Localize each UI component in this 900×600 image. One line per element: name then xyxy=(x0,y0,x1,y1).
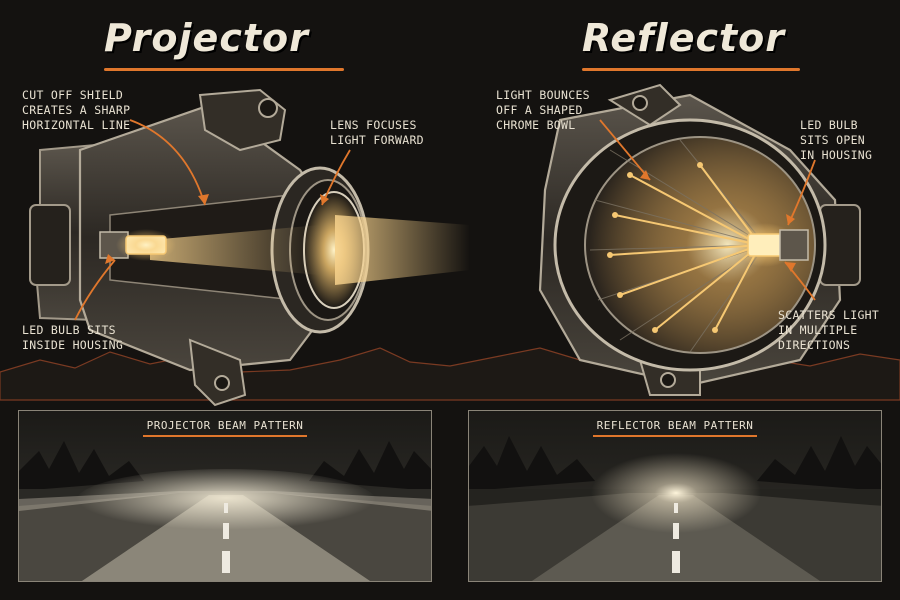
reflector-beam-panel: Reflector beam pattern xyxy=(468,410,882,582)
callout-lens: Lens focuses light forward xyxy=(330,118,424,148)
callout-line: chrome bowl xyxy=(496,118,576,132)
callout-line: Light bounces xyxy=(496,88,590,102)
callout-line: Scatters light xyxy=(778,308,880,322)
reflector-title-underline xyxy=(582,68,800,71)
callout-line: creates a sharp xyxy=(22,103,131,117)
projector-title: Projector xyxy=(104,16,309,60)
reflector-title: Reflector xyxy=(582,16,786,60)
reflector-headlight-icon xyxy=(538,83,861,396)
projector-panel-label: Projector beam pattern xyxy=(19,419,431,437)
callout-line: Cut off shield xyxy=(22,88,124,102)
callout-led-bulb-inside: LED bulb sits inside housing xyxy=(22,323,123,353)
callout-line: in multiple xyxy=(778,323,858,337)
projector-beam-panel: Projector beam pattern xyxy=(18,410,432,582)
projector-headlight-icon xyxy=(29,88,470,407)
reflector-panel-label: Reflector beam pattern xyxy=(469,419,881,437)
callout-line: Lens focuses xyxy=(330,118,417,132)
led-bulb-icon xyxy=(99,229,176,261)
projector-title-underline xyxy=(104,68,344,71)
callout-chrome-bowl: Light bounces off a shaped chrome bowl xyxy=(496,88,590,133)
callout-led-bulb-open: LED bulb sits open in housing xyxy=(800,118,872,163)
road-icon xyxy=(469,411,881,581)
callout-line: LED bulb xyxy=(800,118,858,132)
callout-line: directions xyxy=(778,338,851,352)
callout-line: inside housing xyxy=(22,338,124,352)
callout-line: in housing xyxy=(800,148,873,162)
callout-line: horizontal line xyxy=(22,118,131,132)
road-icon xyxy=(19,411,431,581)
callout-line: light forward xyxy=(330,133,424,147)
callout-cutoff-shield: Cut off shield creates a sharp horizonta… xyxy=(22,88,130,133)
callout-line: off a shaped xyxy=(496,103,583,117)
callout-line: sits open xyxy=(800,133,866,147)
callout-scatters-light: Scatters light in multiple directions xyxy=(778,308,879,353)
callout-line: LED bulb sits xyxy=(22,323,116,337)
led-bulb-icon xyxy=(733,223,809,267)
